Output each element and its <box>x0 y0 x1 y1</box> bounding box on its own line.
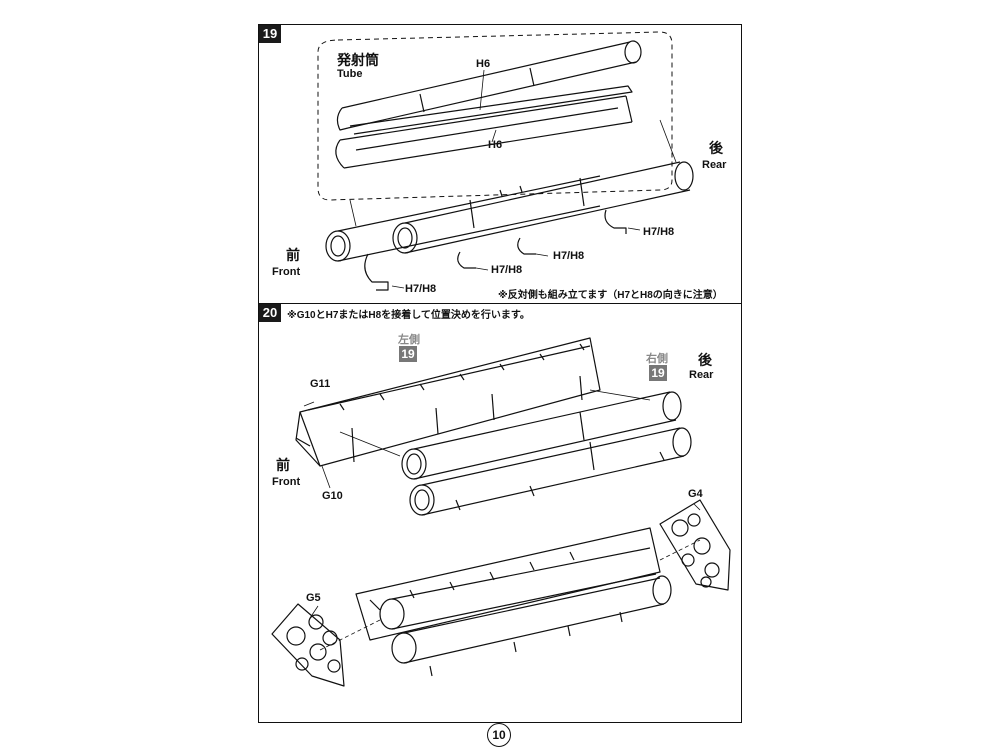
bracket-label: H7/H8 <box>405 283 437 295</box>
part-h6-bottom-label: H6 <box>488 139 503 151</box>
tube-label-en: Tube <box>337 68 363 80</box>
part-g10-label: G10 <box>322 490 343 502</box>
part-h6-top-label: H6 <box>476 58 491 70</box>
tube-label-jp: 発射筒 <box>337 52 379 68</box>
right-side-step-ref: 19 <box>649 365 667 381</box>
step19-number: 19 <box>259 25 281 43</box>
front-label-jp: 前 <box>286 247 300 263</box>
left-side-step-ref: 19 <box>399 346 417 362</box>
left-side-label: 左側 <box>398 334 420 346</box>
part-g11-label: G11 <box>310 378 331 390</box>
step20-number: 20 <box>259 304 281 322</box>
bracket-label: H7/H8 <box>553 250 585 262</box>
step19-panel <box>258 24 742 304</box>
rear-label-jp: 後 <box>709 140 723 156</box>
bracket-label: H7/H8 <box>643 226 675 238</box>
front-label-en: Front <box>272 476 301 488</box>
part-g5-label: G5 <box>306 592 321 604</box>
rear-label-jp: 後 <box>698 352 712 368</box>
bracket-label: H7/H8 <box>491 264 523 276</box>
rear-label-en: Rear <box>689 369 714 381</box>
step20-note: ※G10とH7またはH8を接着して位置決めを行います。 <box>287 310 530 321</box>
front-label-en: Front <box>272 266 301 278</box>
page-number: 10 <box>487 723 511 747</box>
right-side-label: 右側 <box>646 353 668 365</box>
front-label-jp: 前 <box>276 457 290 473</box>
rear-label-en: Rear <box>702 159 727 171</box>
part-g4-label: G4 <box>688 488 703 500</box>
step19-note: ※反対側も組み立てます（H7とH8の向きに注意） <box>498 290 723 301</box>
